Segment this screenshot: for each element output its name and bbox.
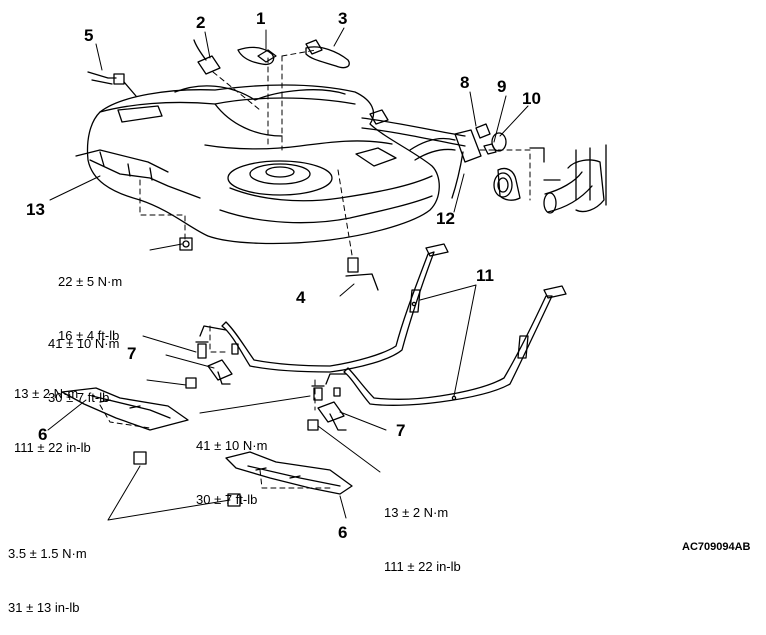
callout-7-left: 7 — [127, 344, 137, 363]
tank-band-left — [199, 243, 449, 373]
torque-spec-band-bolt-left: 41 ± 10 N·m 30 ± 7 ft-lb — [48, 299, 119, 425]
figure-code: AC709094AB — [682, 541, 751, 553]
callout-7-right: 7 — [396, 421, 406, 440]
fuel-tank — [75, 84, 440, 245]
tank-protector-left — [61, 387, 189, 465]
band-bracket-right — [307, 385, 347, 431]
tank-band-right — [325, 285, 567, 406]
callout-4: 4 — [296, 288, 306, 307]
torque-nm: 13 ± 2 N·m — [14, 386, 79, 401]
callout-3: 3 — [338, 9, 348, 28]
torque-ftlb: 16 ± 4 ft-lb — [58, 328, 120, 343]
fuel-line-connector — [305, 39, 350, 69]
leader-lines — [47, 27, 529, 521]
callout-5: 5 — [84, 26, 94, 45]
callout-8: 8 — [460, 73, 470, 92]
nut-22nm — [179, 237, 193, 251]
torque-spec-bracket-nut-right: 13 ± 2 N·m 111 ± 22 in-lb — [384, 468, 461, 594]
band-bracket-left — [185, 341, 239, 389]
callout-10: 10 — [522, 89, 541, 108]
callout-6-left: 6 — [38, 425, 48, 444]
torque-ftlb: 30 ± 7 ft-lb — [48, 390, 110, 405]
torque-nm: 3.5 ± 1.5 N·m — [8, 546, 87, 561]
callout-13: 13 — [26, 200, 45, 219]
torque-spec-nut-22nm: 22 ± 5 N·m 16 ± 4 ft-lb — [58, 237, 122, 363]
filler-hose — [361, 109, 607, 214]
torque-nm: 41 ± 10 N·m — [196, 438, 268, 453]
callout-2: 2 — [196, 13, 206, 32]
tank-protector-right — [225, 451, 353, 507]
hose-clamps — [451, 123, 521, 201]
alignment-lines — [99, 49, 531, 489]
tank-strap-clip — [345, 257, 379, 291]
callout-1: 1 — [256, 9, 266, 28]
vent-hose-connector — [193, 39, 221, 75]
torque-spec-bracket-nut-left: 13 ± 2 N·m 111 ± 22 in-lb — [14, 349, 91, 475]
torque-nm: 22 ± 5 N·m — [58, 274, 123, 289]
torque-spec-protector-bolt: 3.5 ± 1.5 N·m 31 ± 13 in-lb — [8, 509, 87, 635]
torque-spec-band-bolt-right: 41 ± 10 N·m 30 ± 7 ft-lb — [196, 401, 267, 527]
callout-6-right: 6 — [338, 523, 348, 542]
fuel-tank-exploded-diagram — [47, 27, 607, 521]
callout-9: 9 — [497, 77, 507, 96]
fuel-gauge-connector — [237, 46, 277, 66]
fuel-sender-harness — [87, 71, 137, 97]
torque-inlb: 31 ± 13 in-lb — [8, 600, 80, 615]
torque-nm: 41 ± 10 N·m — [48, 336, 120, 351]
torque-nm: 13 ± 2 N·m — [384, 505, 449, 520]
callout-12: 12 — [436, 209, 455, 228]
torque-ftlb: 30 ± 7 ft-lb — [196, 492, 258, 507]
callout-11: 11 — [476, 266, 494, 285]
torque-inlb: 111 ± 22 in-lb — [14, 440, 91, 455]
torque-inlb: 111 ± 22 in-lb — [384, 559, 461, 574]
